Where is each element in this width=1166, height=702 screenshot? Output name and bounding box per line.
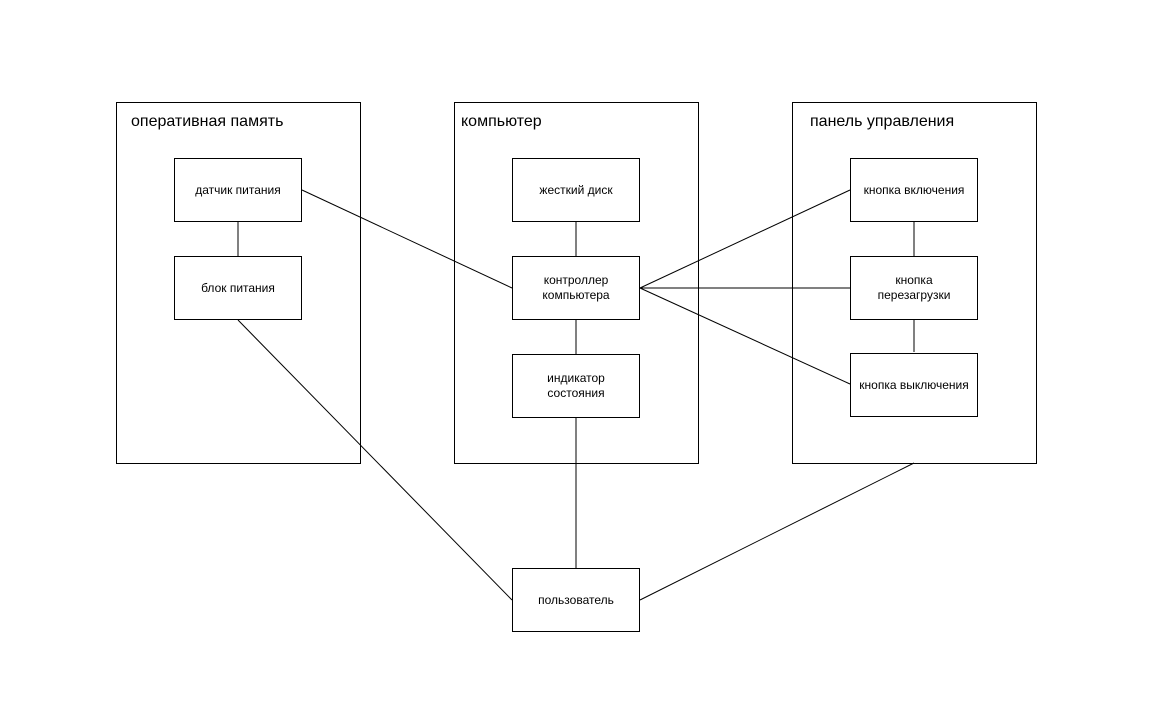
node-hard-disk: жесткий диск	[512, 158, 640, 222]
edge-supply-user	[237, 319, 513, 601]
group-panel-title: панель управления	[810, 113, 955, 130]
edge-panel-user	[639, 462, 915, 601]
edge-controller-poweron	[639, 189, 851, 289]
edge-controller-poweroff	[639, 287, 851, 385]
edge-sensor-controller	[301, 189, 513, 289]
node-power-sensor: датчик питания	[174, 158, 302, 222]
node-power-on-button: кнопка включения	[850, 158, 978, 222]
node-power-off-button: кнопка выключения	[850, 353, 978, 417]
group-panel: панель управления	[792, 102, 1037, 464]
node-status-indicator: индикатор состояния	[512, 354, 640, 418]
group-ram-title: оперативная память	[131, 113, 284, 130]
group-computer: компьютер	[454, 102, 699, 464]
node-user: пользователь	[512, 568, 640, 632]
group-computer-title: компьютер	[461, 113, 542, 130]
node-restart-button: кнопка перезагрузки	[850, 256, 978, 320]
group-ram: оперативная память	[116, 102, 361, 464]
node-power-supply: блок питания	[174, 256, 302, 320]
node-controller: контроллер компьютера	[512, 256, 640, 320]
